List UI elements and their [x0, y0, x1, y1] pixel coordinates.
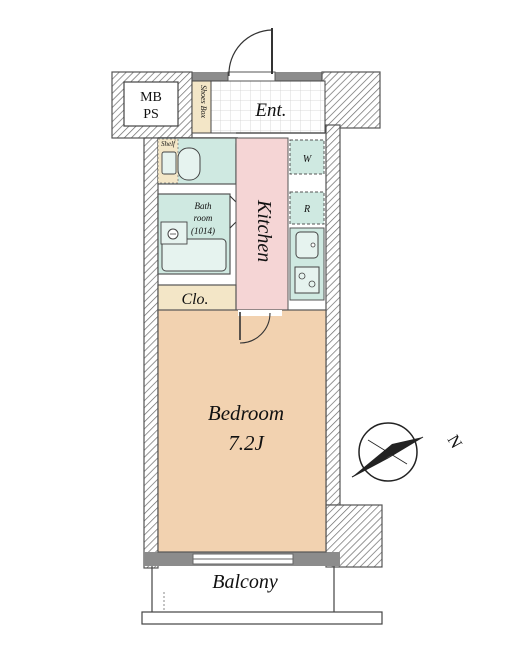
closet: [157, 284, 237, 315]
bathroom-label-3: (1014): [191, 226, 215, 236]
north-label: N: [444, 432, 467, 452]
washer-space: [289, 139, 325, 175]
left-wall: [143, 137, 159, 569]
entrance-floor: [210, 80, 326, 134]
bathtub: [161, 238, 227, 272]
shelf-label: Shelf: [161, 140, 176, 148]
washer-label: W: [303, 154, 313, 165]
balcony: [141, 566, 383, 625]
ps-label: PS: [143, 107, 159, 122]
stove: [294, 266, 320, 294]
entrance-label: Ent.: [254, 100, 286, 121]
entrance-door: [227, 28, 276, 82]
shoes-box-label: Shoes Box: [199, 85, 208, 119]
shoes-box: [191, 80, 212, 134]
exterior-walls: [111, 71, 383, 569]
refrigerator-space: [289, 191, 325, 225]
refrigerator-label: R: [303, 204, 310, 215]
mb-label: MB: [140, 90, 162, 105]
right-upper-wall: [321, 71, 381, 129]
closet-label: Clo.: [181, 291, 208, 308]
bathroom-label-1: Bath: [195, 201, 212, 211]
compass-icon: [351, 422, 424, 482]
bedroom-size: 7.2J: [228, 431, 265, 455]
balcony-label: Balcony: [212, 571, 278, 593]
bathroom-label-2: room: [194, 213, 213, 223]
bedroom-label: Bedroom: [208, 401, 284, 425]
bedroom: [157, 309, 327, 553]
kitchen-sink: [295, 231, 319, 259]
kitchen-label: Kitchen: [253, 199, 275, 262]
toilet-bowl: [177, 147, 201, 181]
